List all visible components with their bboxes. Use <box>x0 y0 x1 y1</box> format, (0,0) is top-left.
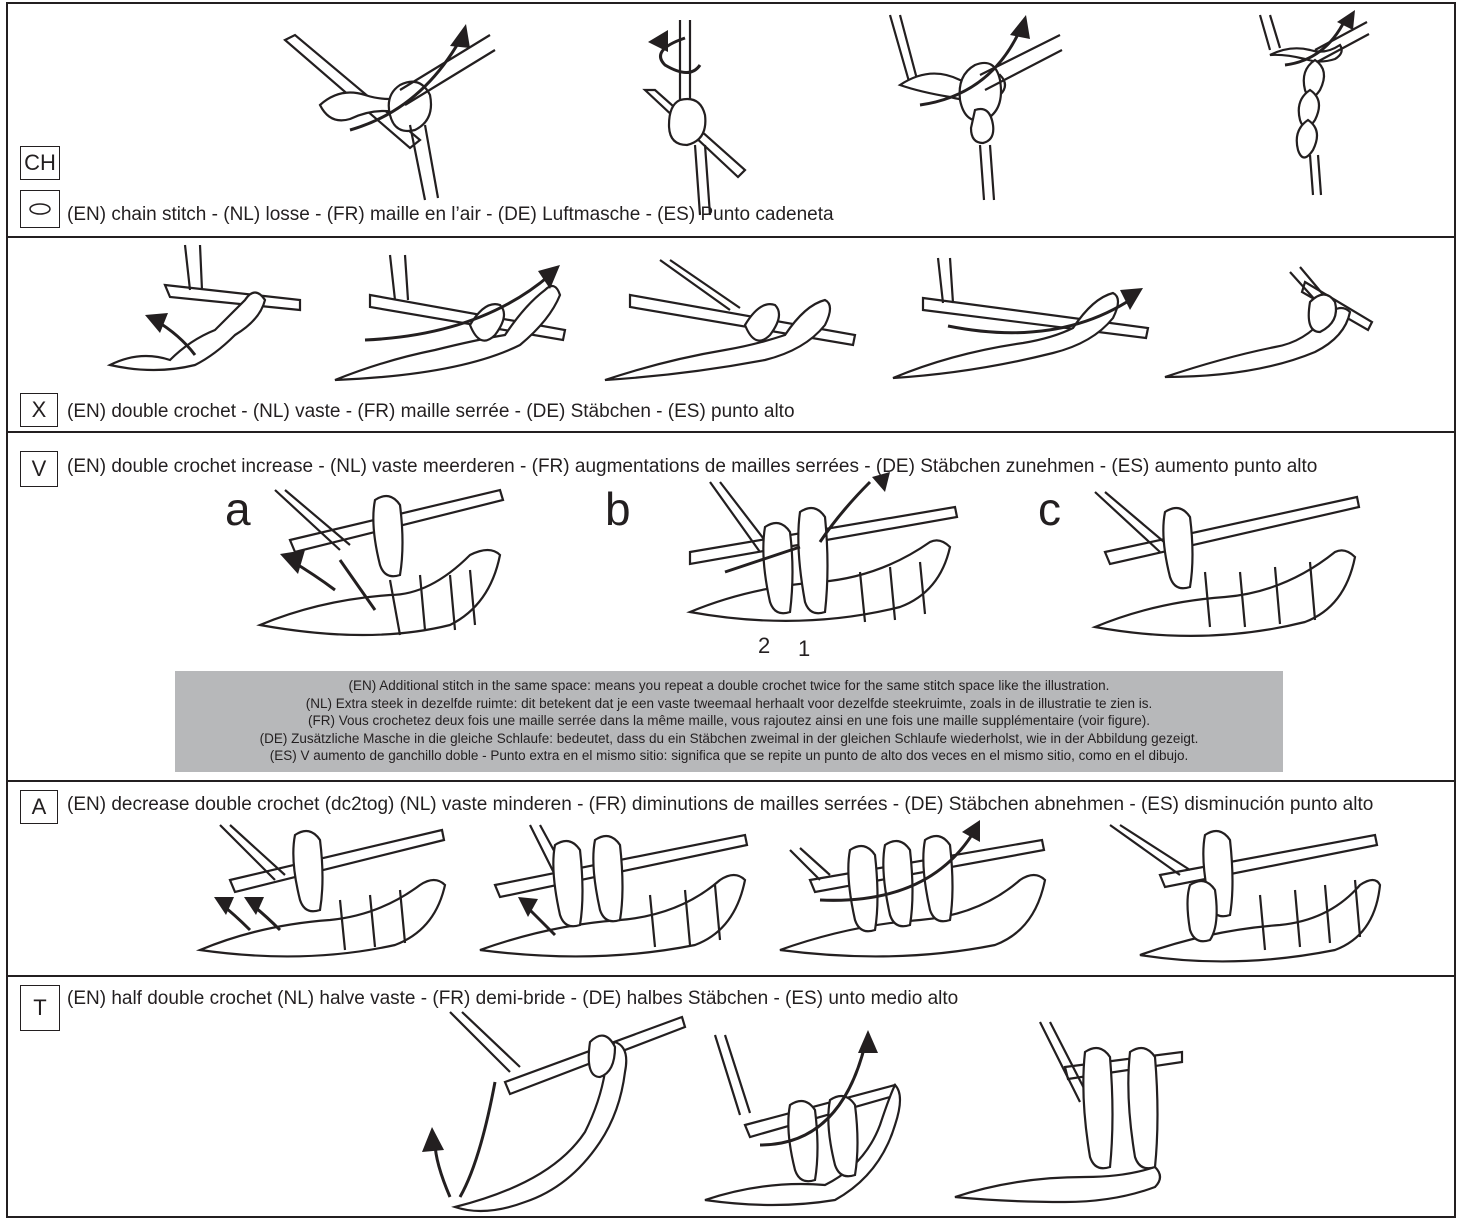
dc-step-2-illustration <box>330 255 570 390</box>
v-symbol-text: V <box>32 456 47 482</box>
a-symbol-text: A <box>32 794 47 820</box>
chain-step-3-illustration <box>880 15 1060 205</box>
a-symbol-box: A <box>20 790 58 824</box>
hdc-step-3-illustration <box>950 1022 1190 1212</box>
note-line-en: (EN) Additional stitch in the same space… <box>175 677 1283 695</box>
x-symbol-box: X <box>20 393 58 427</box>
increase-number-2: 2 <box>758 633 770 659</box>
step-label-a: a <box>225 482 251 536</box>
note-line-es: (ES) V aumento de ganchillo doble - Punt… <box>175 747 1283 765</box>
decrease-step-1-illustration <box>200 825 450 970</box>
increase-note: (EN) Additional stitch in the same space… <box>175 671 1283 772</box>
decrease-step-2-illustration <box>480 825 750 970</box>
step-label-c: c <box>1038 482 1061 536</box>
increase-step-a-illustration <box>260 490 510 650</box>
hdc-step-1-illustration <box>420 1012 690 1217</box>
decrease-caption: (EN) decrease double crochet (dc2tog) (N… <box>67 794 1373 816</box>
divider-2 <box>6 431 1456 433</box>
t-symbol-text: T <box>33 995 46 1021</box>
hdc-step-2-illustration <box>700 1035 900 1215</box>
hdc-caption: (EN) half double crochet (NL) halve vast… <box>67 988 958 1010</box>
ch-symbol-box: CH <box>20 146 60 180</box>
v-symbol-box: V <box>20 451 58 487</box>
divider-4 <box>6 975 1456 977</box>
dc-step-5-illustration <box>1160 262 1380 387</box>
t-symbol-box: T <box>20 985 60 1031</box>
dc-step-3-illustration <box>600 260 860 390</box>
chain-step-1-illustration <box>280 10 500 200</box>
step-label-b: b <box>605 482 631 536</box>
increase-number-1: 1 <box>798 636 810 662</box>
x-symbol-text: X <box>32 397 47 423</box>
decrease-step-4-illustration <box>1110 825 1380 970</box>
divider-1 <box>6 236 1456 238</box>
increase-caption: (EN) double crochet increase - (NL) vast… <box>67 456 1317 478</box>
note-line-fr: (FR) Vous crochetez deux fois une maille… <box>175 712 1283 730</box>
oval-icon <box>28 202 52 216</box>
divider-3 <box>6 780 1456 782</box>
dc-step-1-illustration <box>110 245 310 385</box>
chain-step-2-illustration <box>640 20 750 220</box>
decrease-step-3-illustration <box>780 820 1050 970</box>
dc-step-4-illustration <box>888 258 1158 388</box>
note-line-nl: (NL) Extra steek in dezelfde ruimte: dit… <box>175 695 1283 713</box>
increase-step-c-illustration <box>1095 492 1365 642</box>
dc-caption: (EN) double crochet - (NL) vaste - (FR) … <box>67 401 795 423</box>
chain-step-4-illustration <box>1255 10 1375 200</box>
ch-symbol-text: CH <box>24 150 56 176</box>
oval-chain-symbol <box>20 190 60 228</box>
increase-step-b-illustration <box>690 482 960 642</box>
note-line-de: (DE) Zusätzliche Masche in die gleiche S… <box>175 730 1283 748</box>
